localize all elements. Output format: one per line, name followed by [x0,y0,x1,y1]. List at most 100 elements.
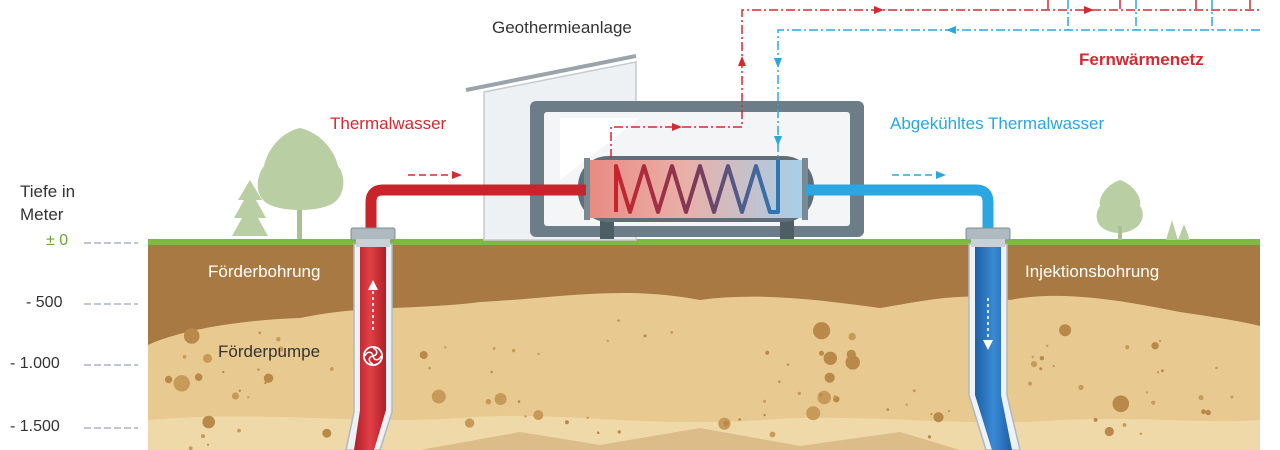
wellhead-injection [965,227,1011,241]
window-glare [560,118,640,180]
production-well [345,227,396,450]
pebble [1112,395,1130,413]
pebble [564,420,569,425]
heat-exchanger [578,156,814,222]
wellhead-injection-base [971,239,1005,247]
pebble [886,408,890,411]
pebble [511,348,516,353]
pebble [819,393,823,397]
pebble [537,352,540,356]
depth-label-500: - 500 [26,294,63,311]
roof-line [465,54,637,92]
tree-small-left [232,180,268,236]
pebble [206,443,210,446]
pebble [823,351,837,365]
pebble [1161,369,1164,373]
pebble [1145,391,1149,394]
pebble [182,355,187,359]
pebble [194,373,203,382]
pebble [1205,409,1211,416]
pebble [905,403,908,406]
pebble [817,390,831,405]
pebble [813,322,831,340]
tree-right [1096,180,1190,240]
pebble [330,367,334,371]
pebble [494,393,507,405]
pebble [464,418,475,428]
pebble [1078,384,1084,391]
supply-line [610,9,1260,158]
arrow-down-icon-return [774,58,782,68]
pebble [238,389,241,392]
pump-label: Förderpumpe [218,342,321,361]
pebble [586,416,589,419]
pebble [765,350,770,355]
pebble [606,339,609,342]
arrow-right-icon-supply-top2 [1084,6,1094,14]
branch-hot [1047,0,1251,10]
pebble [1156,371,1160,374]
pebble [202,415,215,429]
injection-pipe [975,246,1012,450]
depth-scale [84,242,138,429]
return-line [777,29,1260,158]
depth-label-1000: - 1.000 [10,355,60,372]
pebble [643,334,647,338]
pebble [264,381,267,385]
arrow-right-icon-hot [408,171,462,179]
pebble [164,375,173,384]
exchanger-flange-right [802,158,808,220]
pebble [933,412,944,423]
pebble [419,351,428,359]
pebble [617,430,621,434]
depth-title: Tiefe in Meter [20,182,76,224]
pebble [1151,342,1159,350]
pebble [1046,344,1049,347]
pebble [848,332,856,341]
exchanger-body [588,160,804,218]
cooled-water-label: Abgekühltes Thermalwasser [890,114,1105,133]
support-right [780,219,794,239]
pebble [533,410,544,421]
pebble [927,435,932,439]
district-heating-label: Fernwärmenetz [1079,50,1204,69]
branch-cold [1067,0,1213,30]
pebble [846,349,856,359]
district-heating-lines [610,0,1260,158]
pebble [490,370,493,374]
pebble [1139,432,1143,435]
pebble [1230,395,1234,399]
arrow-right-icon-supply-top [874,6,884,14]
pebble [428,366,431,370]
pebble [1198,395,1204,401]
pebble [769,431,776,438]
pebble [431,389,446,404]
arrow-left-icon-return [946,26,956,34]
pebble [763,399,767,403]
injection-well-label: Injektionsbohrung [1025,262,1160,281]
pebble [263,373,274,383]
pebble [617,319,620,322]
pebble [1031,355,1035,359]
pebble [257,368,260,371]
pebble [444,346,447,349]
pebble [203,353,212,363]
pebble [231,392,240,400]
depth-label-0: ± 0 [46,232,69,249]
arrow-up-icon-supply [738,56,746,66]
tree-left [232,128,344,239]
tree-crown [257,128,344,210]
pebble [806,406,821,421]
pebble [738,418,741,421]
shrub [1178,224,1190,240]
tree-crown [1096,180,1143,233]
pebble [1039,367,1043,371]
pebble [1151,400,1156,405]
flow-arrows [408,171,946,179]
support-left [600,219,614,239]
pebble [1093,417,1098,422]
production-well-label: Förderbohrung [208,262,321,281]
arrow-down-icon-return2 [774,136,782,146]
pebble [1215,366,1218,370]
